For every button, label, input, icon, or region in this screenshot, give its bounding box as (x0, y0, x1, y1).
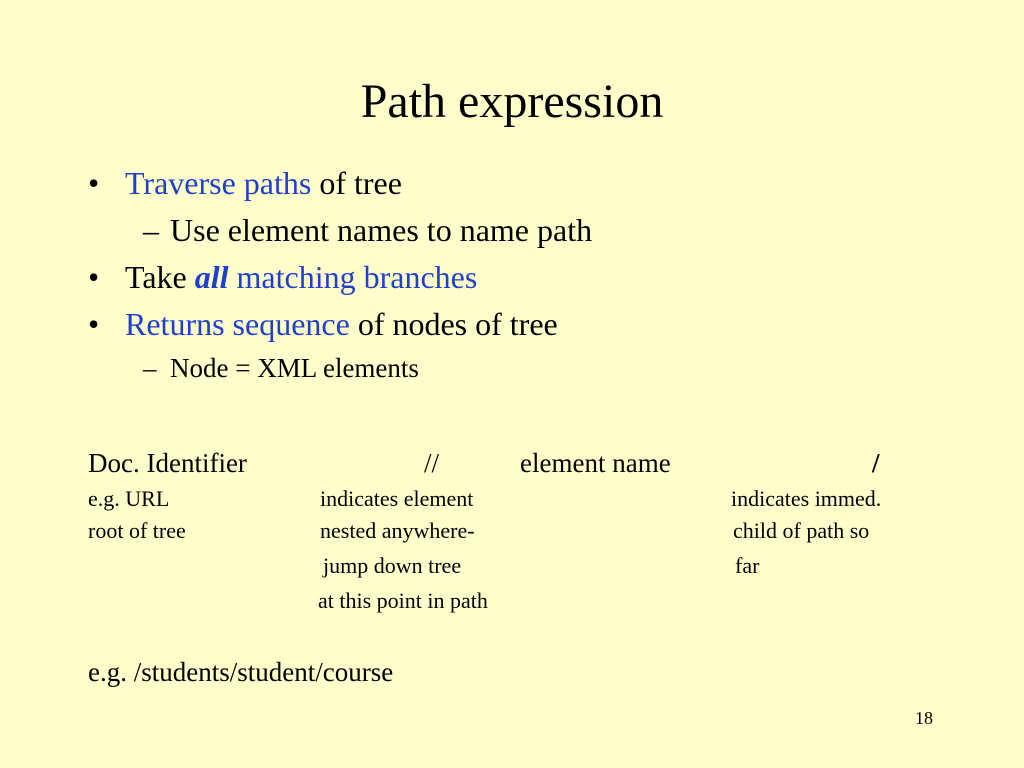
dash-mark: – (143, 353, 157, 383)
double-slash-note-3: jump down tree (323, 553, 462, 578)
doc-identifier-note-1: e.g. URL (88, 486, 170, 511)
bullet-highlight: Traverse paths (125, 165, 312, 201)
bullet-highlight: matching branches (228, 259, 478, 295)
double-slash-note-1: indicates element (320, 486, 474, 511)
sub-bullet-text: Use element names to name path (170, 212, 593, 248)
single-slash-note-1: indicates immed. (731, 486, 882, 511)
bullet-mark: • (88, 259, 100, 295)
bullet-text: of nodes of tree (349, 306, 558, 342)
bullet-traverse-paths: • Traverse paths of tree (88, 160, 968, 207)
sub-bullet-element-names: – Use element names to name path (88, 207, 968, 254)
doc-identifier-note-2: root of tree (88, 518, 186, 543)
bullet-list: • Traverse paths of tree – Use element n… (88, 160, 968, 388)
path-example: e.g. /students/student/course (88, 657, 394, 687)
dash-mark: – (143, 212, 159, 248)
bullet-text: of tree (311, 165, 402, 201)
bullet-mark: • (88, 306, 100, 342)
bullet-emphasis: all (194, 259, 229, 295)
bullet-take-all: • Take all matching branches (88, 254, 968, 301)
double-slash-note-2: nested anywhere- (320, 518, 475, 543)
slide-title: Path expression (360, 75, 664, 128)
double-slash-label: // (424, 448, 440, 478)
doc-identifier-label: Doc. Identifier (88, 448, 247, 478)
element-name-label: element name (520, 448, 671, 478)
single-slash-label: / (872, 448, 880, 478)
page-number: 18 (915, 708, 933, 728)
sub-bullet-text: Node = XML elements (170, 353, 419, 383)
bullet-highlight: Returns sequence (125, 306, 350, 342)
sub-bullet-node-xml: – Node = XML elements (88, 348, 968, 388)
bullet-returns-sequence: • Returns sequence of nodes of tree (88, 301, 968, 348)
bullet-prefix: Take (125, 259, 195, 295)
single-slash-note-2: child of path so (733, 518, 870, 543)
double-slash-note-4: at this point in path (318, 588, 488, 613)
bullet-mark: • (88, 165, 100, 201)
single-slash-note-3: far (735, 553, 760, 578)
